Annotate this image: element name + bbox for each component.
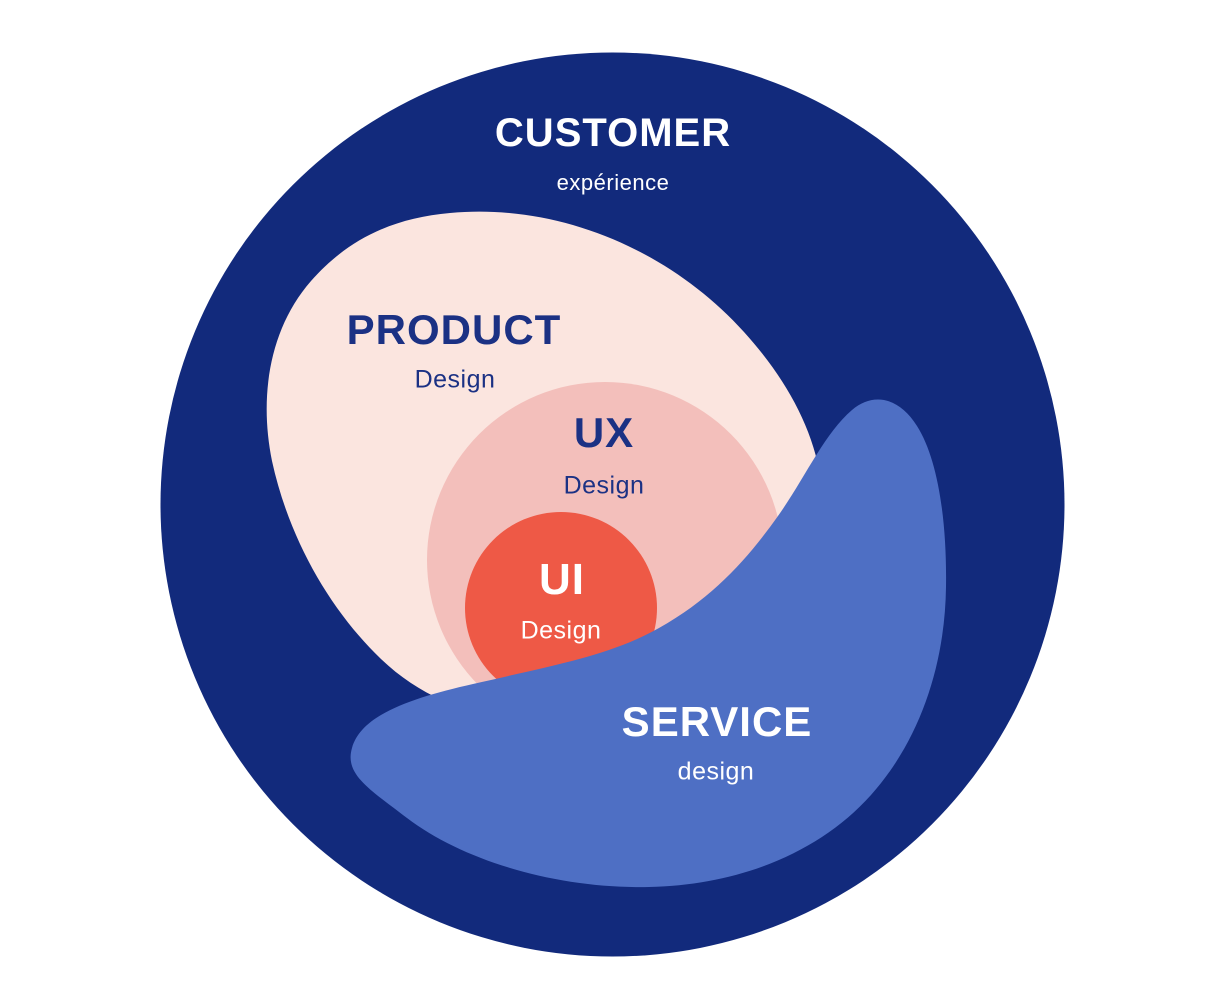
customer-label: CUSTOMER: [494, 111, 732, 155]
ux-label: UX: [573, 409, 635, 456]
service-blob-shape: [350, 399, 947, 888]
ux-sublabel: Design: [563, 471, 645, 500]
ui-sublabel: Design: [520, 616, 602, 645]
service-label: SERVICE: [621, 698, 813, 745]
ui-label: UI: [539, 555, 585, 604]
customer-sublabel: expérience: [556, 170, 670, 195]
service-sublabel: design: [677, 757, 755, 786]
product-label: PRODUCT: [346, 306, 562, 353]
product-sublabel: Design: [414, 365, 496, 394]
